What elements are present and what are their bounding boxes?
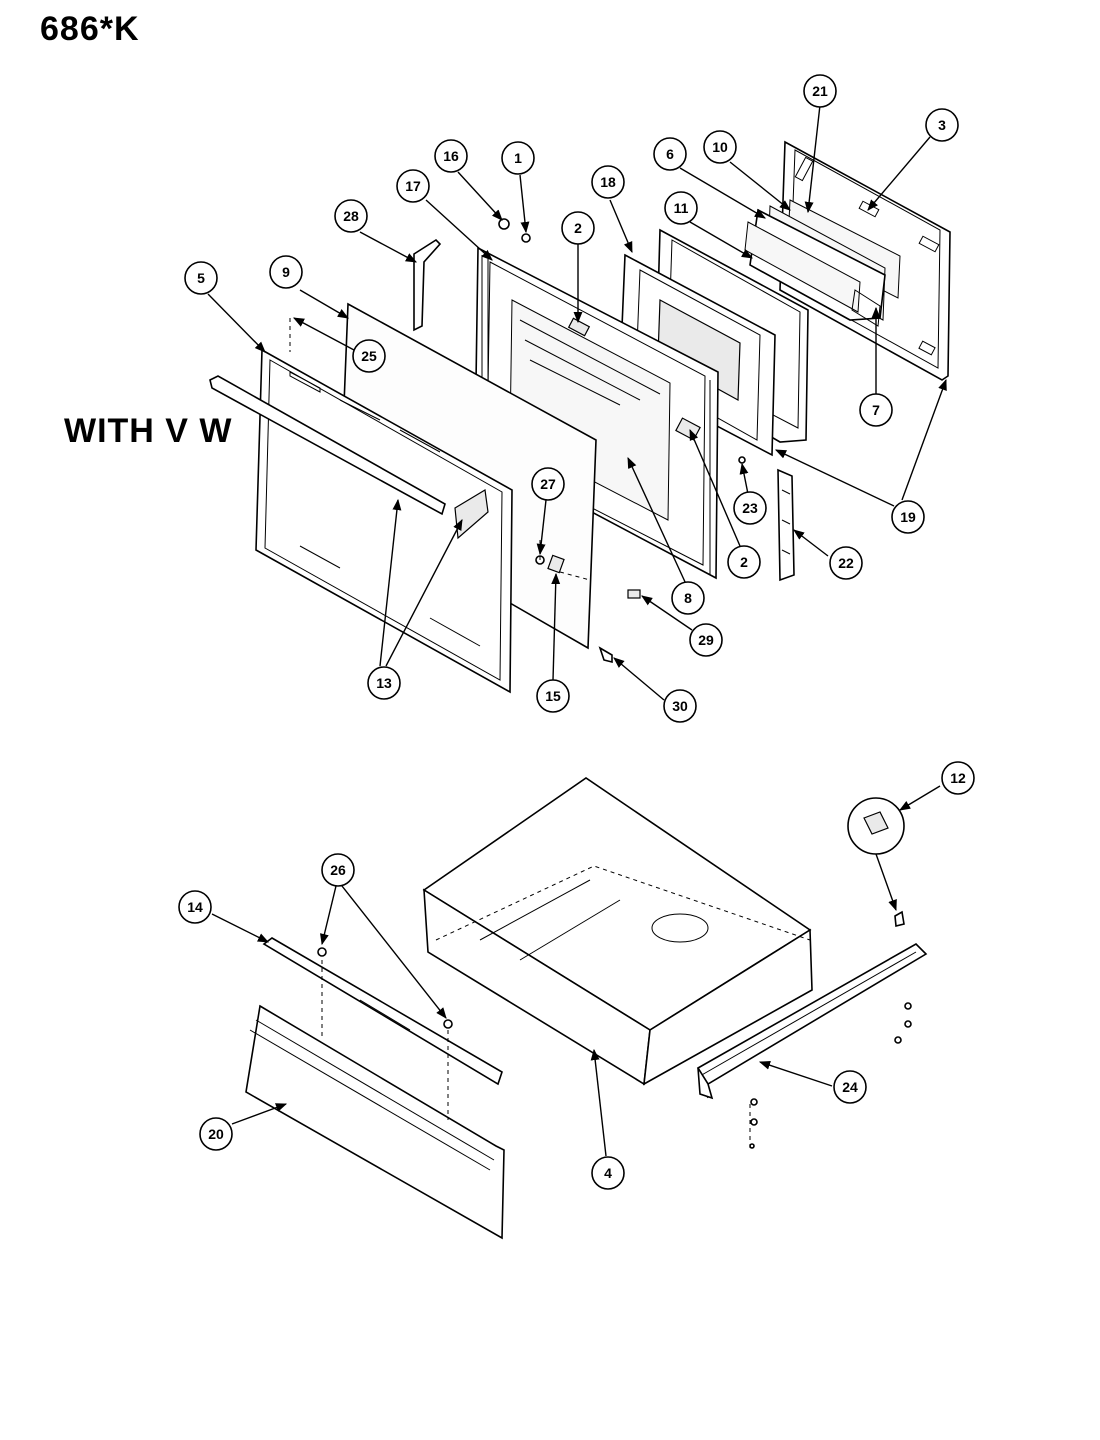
callout-2-top: 2 — [561, 211, 595, 245]
part-drawer-slide — [696, 943, 928, 1100]
storage-drawer-assembly — [245, 777, 928, 1240]
callout-2-bottom: 2 — [727, 545, 761, 579]
svg-text:29: 29 — [698, 632, 714, 648]
svg-text:30: 30 — [672, 698, 688, 714]
callout-3: 3 — [925, 108, 959, 142]
svg-text:23: 23 — [742, 500, 758, 516]
callout-13: 13 — [367, 666, 401, 700]
svg-text:12: 12 — [950, 770, 966, 786]
callout-6: 6 — [653, 137, 687, 171]
callout-22: 22 — [829, 546, 863, 580]
svg-text:21: 21 — [812, 83, 828, 99]
callout-19: 19 — [891, 500, 925, 534]
part-drawer-front-panel — [245, 1004, 505, 1240]
part-clip-detail — [847, 797, 905, 928]
callout-15: 15 — [536, 679, 570, 713]
svg-text:15: 15 — [545, 688, 561, 704]
callout-30: 30 — [663, 689, 697, 723]
callout-29: 29 — [689, 623, 723, 657]
svg-text:7: 7 — [872, 402, 880, 418]
svg-text:17: 17 — [405, 178, 421, 194]
svg-text:18: 18 — [600, 174, 616, 190]
svg-text:4: 4 — [604, 1165, 612, 1181]
callout-28: 28 — [334, 199, 368, 233]
svg-text:6: 6 — [666, 146, 674, 162]
part-drawer-screws — [749, 1002, 912, 1149]
svg-text:8: 8 — [684, 590, 692, 606]
callout-21: 21 — [803, 74, 837, 108]
svg-text:19: 19 — [900, 509, 916, 525]
svg-text:24: 24 — [842, 1079, 858, 1095]
part-side-trim — [777, 468, 795, 582]
svg-text:27: 27 — [540, 476, 556, 492]
callout-26: 26 — [321, 853, 355, 887]
callouts: 21 3 16 1 6 10 17 18 11 28 2 5 9 25 7 27… — [178, 74, 975, 1190]
page-title: 686*K — [40, 10, 140, 48]
callout-20: 20 — [199, 1117, 233, 1151]
svg-text:25: 25 — [361, 348, 377, 364]
svg-text:26: 26 — [330, 862, 346, 878]
callout-11: 11 — [664, 191, 698, 225]
callout-9: 9 — [269, 255, 303, 289]
callout-12: 12 — [941, 761, 975, 795]
callout-10: 10 — [703, 130, 737, 164]
svg-text:14: 14 — [187, 899, 203, 915]
svg-text:28: 28 — [343, 208, 359, 224]
callout-1: 1 — [501, 141, 535, 175]
svg-text:13: 13 — [376, 675, 392, 691]
svg-text:2: 2 — [574, 220, 582, 236]
part-drawer-body — [422, 777, 813, 1086]
leader-lines — [207, 104, 947, 1157]
part-small-pieces — [535, 456, 746, 664]
svg-text:1: 1 — [514, 150, 522, 166]
svg-text:2: 2 — [740, 554, 748, 570]
part-screws-top — [498, 218, 531, 243]
svg-text:20: 20 — [208, 1126, 224, 1142]
callout-24: 24 — [833, 1070, 867, 1104]
svg-text:22: 22 — [838, 555, 854, 571]
variant-label: WITH V W — [64, 412, 233, 450]
part-drawer-front-trim — [262, 937, 503, 1086]
part-hinge-bracket — [413, 238, 442, 332]
callout-7: 7 — [859, 393, 893, 427]
svg-text:9: 9 — [282, 264, 290, 280]
callout-16: 16 — [434, 139, 468, 173]
callout-14: 14 — [178, 890, 212, 924]
callout-5: 5 — [184, 261, 218, 295]
callout-4: 4 — [591, 1156, 625, 1190]
svg-text:11: 11 — [674, 200, 689, 216]
callout-17: 17 — [396, 169, 430, 203]
svg-text:5: 5 — [197, 270, 205, 286]
svg-text:3: 3 — [938, 117, 946, 133]
callout-25: 25 — [352, 339, 386, 373]
svg-text:10: 10 — [712, 139, 728, 155]
svg-text:16: 16 — [443, 148, 459, 164]
callout-27: 27 — [531, 467, 565, 501]
callout-8: 8 — [671, 581, 705, 615]
callout-23: 23 — [733, 491, 767, 525]
callout-18: 18 — [591, 165, 625, 199]
